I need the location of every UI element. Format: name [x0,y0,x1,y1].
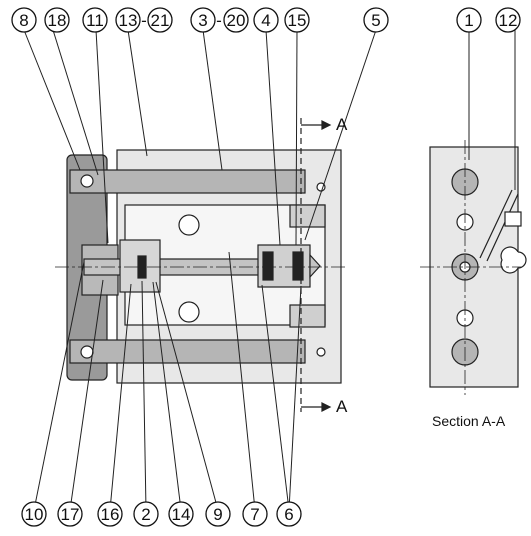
callout-3: 3 [190,7,216,33]
cushion-pin [289,304,326,328]
callout-5: 5 [363,7,389,33]
callout-number: 4 [261,11,270,30]
callout-number: 12 [499,11,518,30]
piston-nose [309,253,321,279]
end-plate-bolt-upper [80,174,94,188]
callout-number: 3 [198,11,207,30]
callout-number: 8 [19,11,28,30]
housing-plug-upper [316,182,326,192]
callout-11: 11 [82,7,108,33]
callout-number: 11 [86,11,104,30]
callout-18: 18 [44,7,70,33]
range-dash: - [141,11,147,30]
callout-16: 16 [97,501,123,527]
guide-rod-lower [69,339,306,364]
callout-number: 17 [61,505,80,524]
port-hole-lower [178,301,200,323]
callout-21: 21 [147,7,173,33]
callout-4: 4 [253,7,279,33]
callout-13: 13 [115,7,141,33]
callout-14: 14 [168,501,194,527]
callout-circle [57,501,83,527]
port-hole-upper [178,214,200,236]
callout-15: 15 [284,7,310,33]
callout-circle [276,501,302,527]
callout-circle [190,7,216,33]
housing-plug-lower [316,347,326,357]
callout-number: 15 [288,11,307,30]
callout-circle [242,501,268,527]
section-arrowhead-bottom [321,402,332,412]
callout-circle [82,7,108,33]
callout-circle [115,7,141,33]
callout-number: 2 [141,505,150,524]
callout-circle [133,501,159,527]
switch-bracket [504,211,522,227]
callout-circle [205,501,231,527]
callout-6: 6 [276,501,302,527]
range-dash: - [216,11,222,30]
callout-number: 13 [119,11,138,30]
guide-rod-upper [69,169,306,194]
callout-labels: 8 18 11 13 21 3 20 4 15 5 - - 1 12 10 17 16 2 14 9 7 6 A A [11,7,521,527]
callout-number: 14 [172,505,191,524]
cushion-upper [289,204,326,228]
callout-number: 10 [25,505,44,524]
section-marker-label: A [336,397,348,416]
piston-seal-right [292,251,304,281]
sensor-groove-2 [486,193,519,262]
callout-7: 7 [242,501,268,527]
callout-number: 1 [464,11,473,30]
leader-lines [23,29,516,511]
section-arrowhead-top [321,120,332,130]
callout-circle [456,7,482,33]
callout-number: 21 [151,11,170,30]
callout-circle [284,7,310,33]
callout-circle [223,7,249,33]
section-slot [500,246,527,274]
callout-number: 20 [227,11,246,30]
callout-number: 7 [250,505,259,524]
piston-seal-left [262,251,274,281]
callout-circle [253,7,279,33]
callout-9: 9 [205,501,231,527]
callout-8: 8 [11,7,37,33]
callout-circle [495,7,521,33]
callout-circle [363,7,389,33]
end-plate-bolt-lower [80,345,94,359]
callout-10: 10 [21,501,47,527]
callout-2: 2 [133,501,159,527]
callout-circle [97,501,123,527]
callout-number: 18 [48,11,67,30]
callout-1: 1 [456,7,482,33]
callout-circle [11,7,37,33]
callout-20: 20 [223,7,249,33]
callout-number: 5 [371,11,380,30]
callout-number: 6 [284,505,293,524]
callout-circle [44,7,70,33]
callout-circle [147,7,173,33]
callout-number: 16 [101,505,120,524]
callout-circle [21,501,47,527]
section-caption: Section A-A [432,413,506,429]
callout-number: 9 [213,505,222,524]
section-marker-label: A [336,115,348,134]
sensor-groove [479,189,513,259]
callout-circle [168,501,194,527]
callout-17: 17 [57,501,83,527]
section-view-drawing [420,140,527,395]
callout-12: 12 [495,7,521,33]
cylinder-body-drawing [55,118,345,412]
